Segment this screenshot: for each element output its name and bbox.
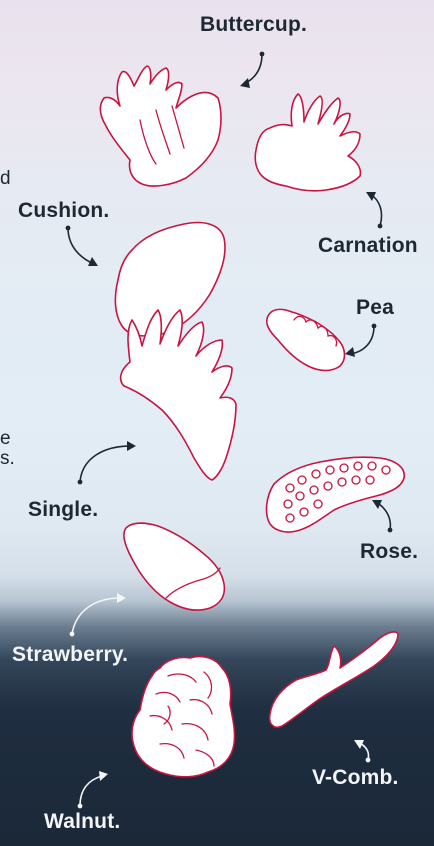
carnation-arrow [366, 192, 382, 228]
label-single: Single. [28, 498, 98, 522]
edge-text-2: e [0, 428, 11, 450]
strawberry-comb-shape [124, 523, 224, 610]
rose-arrow [372, 500, 392, 532]
label-cushion: Cushion. [18, 199, 109, 223]
cushion-arrow [66, 226, 98, 266]
label-carnation: Carnation [318, 234, 418, 258]
label-pea: Pea [356, 296, 394, 320]
pea-comb-shape [267, 309, 345, 370]
label-rose: Rose. [360, 540, 418, 564]
cushion-comb-shape [115, 223, 225, 336]
label-buttercup: Buttercup. [200, 13, 307, 37]
walnut-arrow [78, 771, 108, 808]
edge-text-1: d [0, 168, 11, 190]
label-vcomb: V-Comb. [312, 766, 399, 790]
label-strawberry: Strawberry. [12, 643, 128, 667]
label-walnut: Walnut. [44, 810, 120, 834]
vcomb-arrow [354, 740, 370, 762]
single-arrow [78, 441, 136, 484]
edge-text-3: s. [0, 448, 15, 470]
buttercup-arrow [240, 52, 264, 88]
carnation-comb-shape [255, 94, 360, 191]
vcomb-shape [270, 632, 398, 727]
pea-arrow [345, 324, 376, 357]
single-comb-shape [121, 310, 236, 480]
strawberry-arrow [70, 593, 126, 636]
